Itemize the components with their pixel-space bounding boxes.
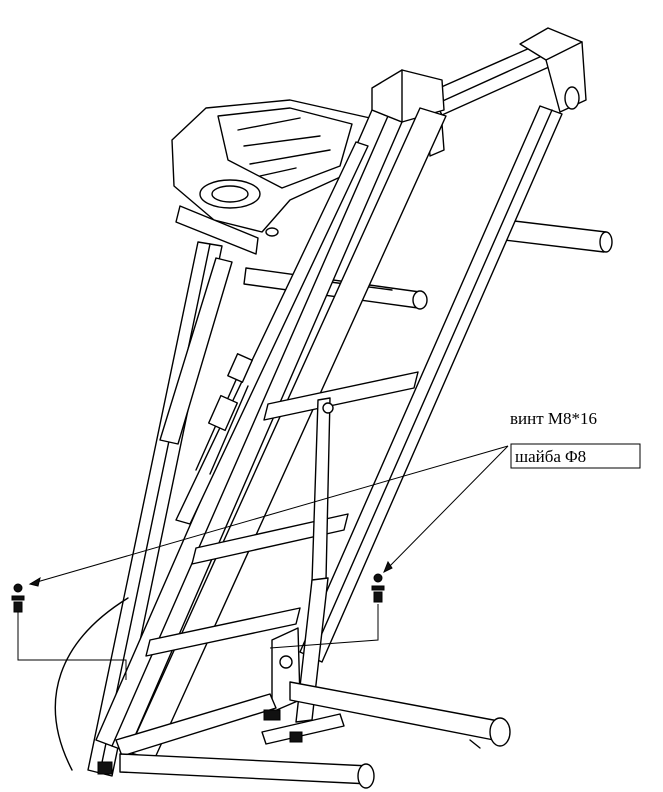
cross-members	[145, 371, 419, 657]
screw-label: винт M8*16	[510, 409, 597, 428]
side-rod	[503, 219, 613, 253]
leader-lines	[28, 445, 509, 587]
console	[171, 99, 371, 255]
base-frame	[97, 681, 511, 789]
left-fastener	[11, 583, 127, 680]
washer-label: шайба Φ8	[515, 447, 586, 466]
top-crossbar	[427, 27, 587, 157]
right-fastener	[269, 573, 385, 649]
power-cord	[54, 597, 129, 771]
deck-frame	[95, 69, 563, 761]
washer-label-box	[510, 443, 641, 469]
